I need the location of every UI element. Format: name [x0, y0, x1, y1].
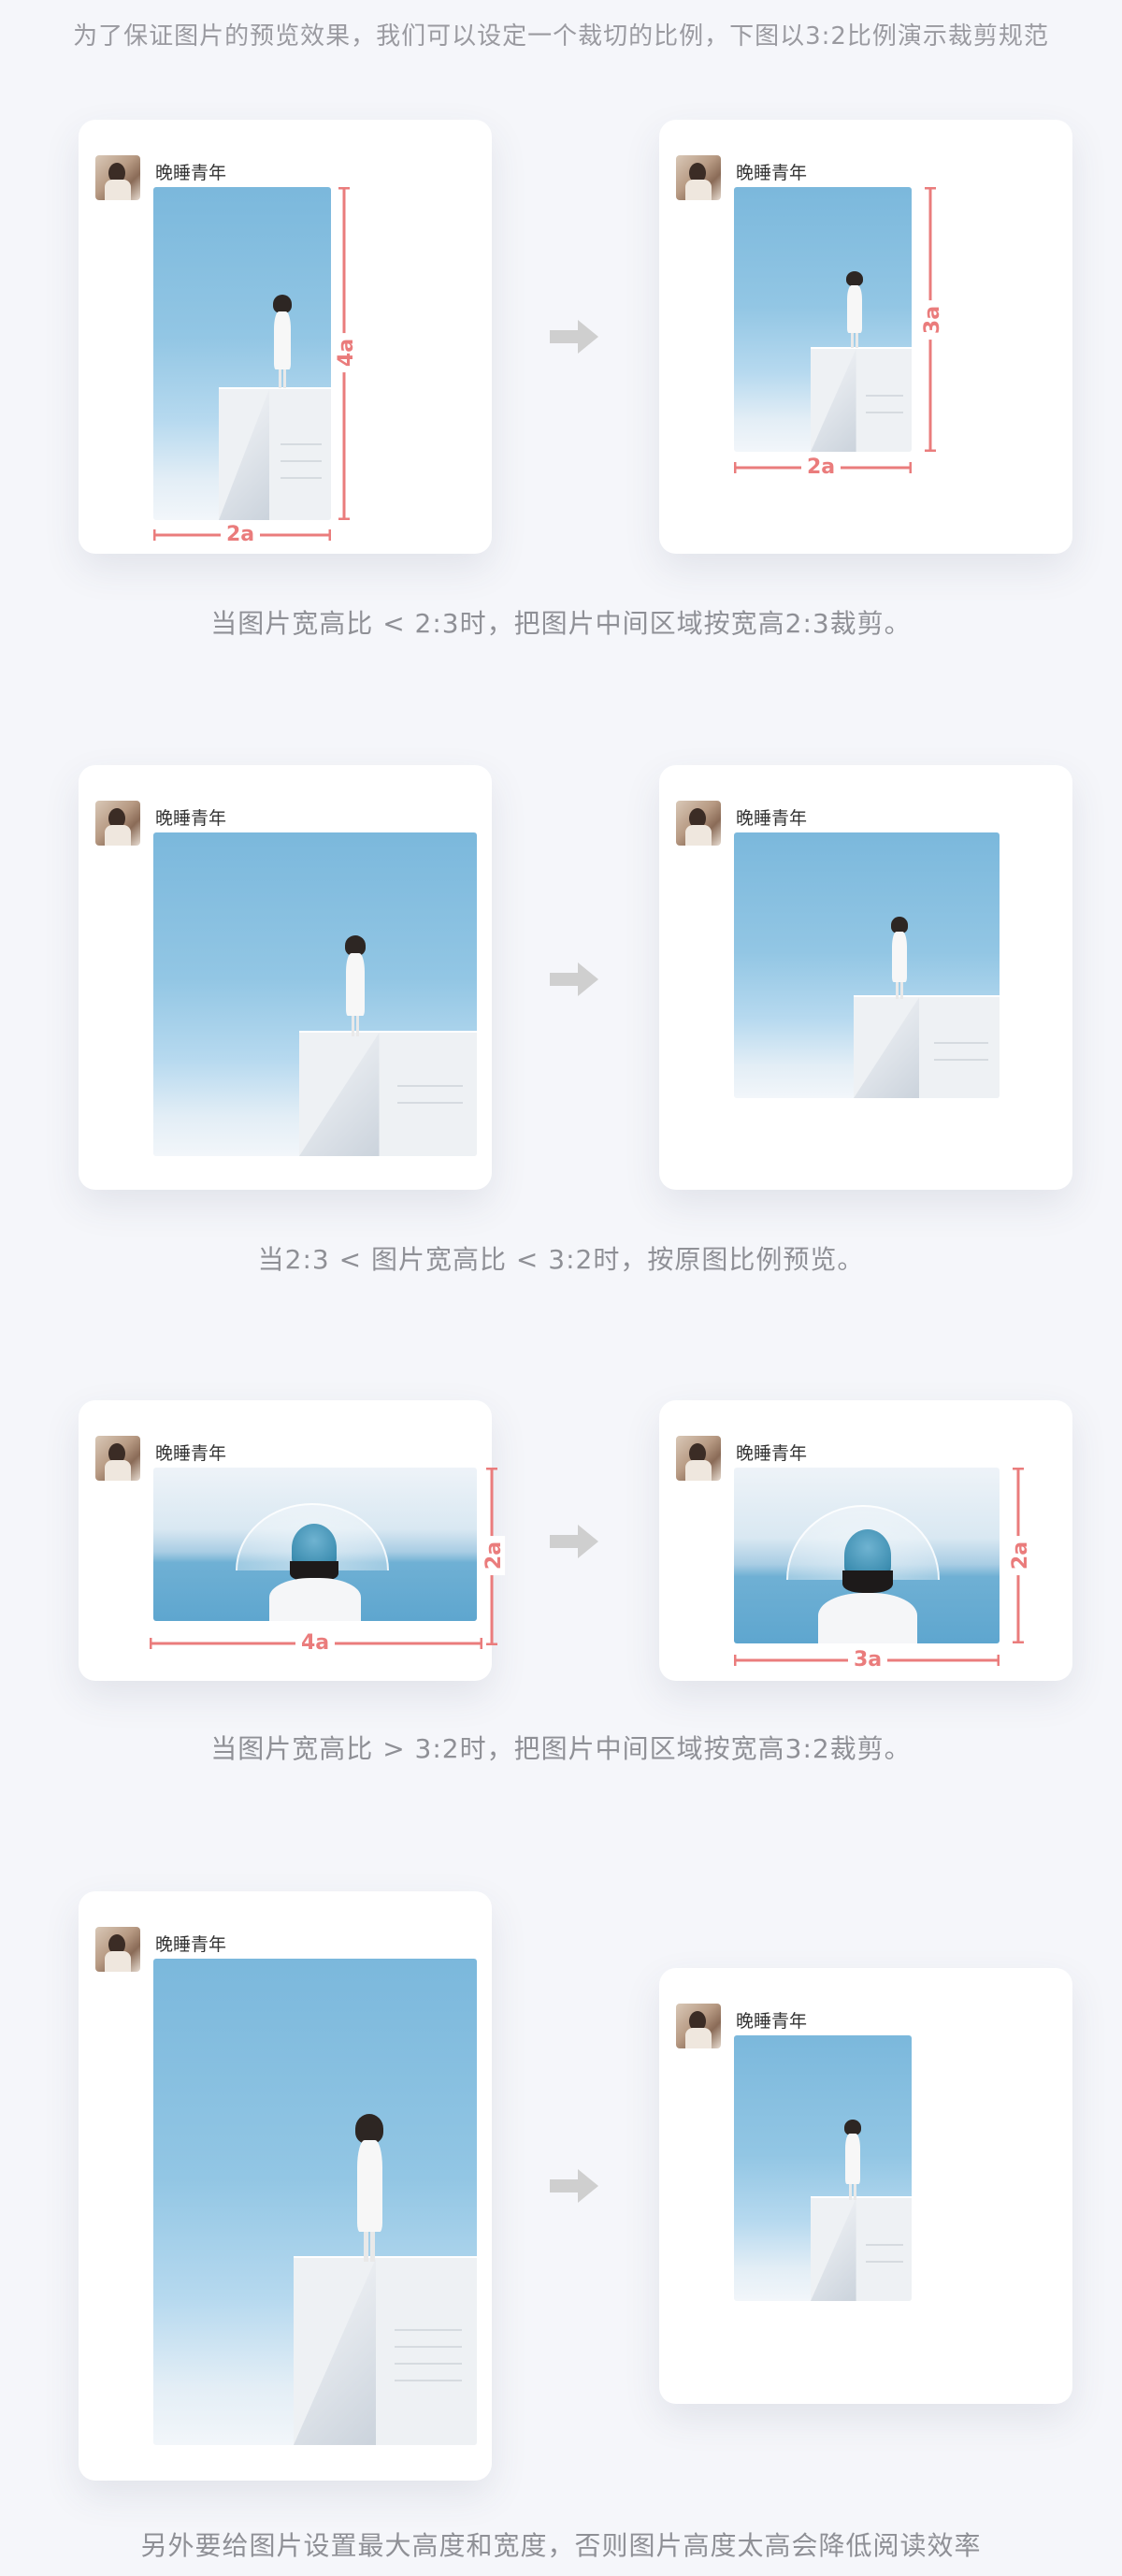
username: 晚睡青年 — [736, 1443, 808, 1464]
section-caption: 当图片宽高比 < 2:3时，把图片中间区域按宽高2:3裁剪。 — [210, 608, 912, 639]
width-label: 4a — [295, 1633, 336, 1654]
post-card-cropped: 晚睡青年 3a 2a — [659, 120, 1072, 554]
width-label: 3a — [848, 1650, 888, 1671]
username: 晚睡青年 — [155, 1934, 227, 1955]
avatar — [676, 801, 721, 846]
post-card-cropped: 晚睡青年 2a 3a — [659, 1400, 1072, 1681]
username: 晚睡青年 — [736, 163, 808, 183]
section-caption: 当图片宽高比 > 3:2时，把图片中间区域按宽高3:2裁剪。 — [210, 1733, 912, 1764]
section-caption: 当2:3 < 图片宽高比 < 3:2时，按原图比例预览。 — [257, 1244, 865, 1275]
username: 晚睡青年 — [155, 808, 227, 829]
post-image — [734, 187, 912, 452]
wall-block — [854, 995, 1000, 1098]
person-hair — [842, 1570, 893, 1593]
height-label: 2a — [482, 1535, 506, 1576]
wall-block — [811, 347, 912, 452]
post-image — [734, 1468, 1000, 1643]
person-figure — [846, 271, 863, 348]
width-label: 2a — [801, 457, 842, 478]
wall-block — [294, 2256, 477, 2445]
username: 晚睡青年 — [155, 1443, 227, 1464]
avatar — [676, 155, 721, 200]
post-card-limited: 晚睡青年 — [659, 1968, 1072, 2404]
username: 晚睡青年 — [736, 2011, 808, 2032]
wall-block — [219, 387, 331, 520]
person-hair — [290, 1561, 338, 1582]
avatar — [95, 1436, 140, 1481]
post-card-preview: 晚睡青年 — [659, 765, 1072, 1190]
avatar — [95, 801, 140, 846]
height-label: 3a — [921, 299, 944, 340]
width-label: 2a — [221, 525, 261, 545]
post-image — [153, 187, 331, 520]
person-figure — [355, 2114, 383, 2262]
post-image — [153, 832, 477, 1156]
arrow-right-icon — [550, 962, 598, 996]
post-card-original: 晚睡青年 — [79, 765, 492, 1190]
avatar — [676, 2004, 721, 2048]
wall-block — [811, 2196, 912, 2301]
post-image — [153, 1468, 477, 1621]
avatar — [95, 155, 140, 200]
section-caption: 另外要给图片设置最大高度和宽度，否则图片高度太高会降低阅读效率 — [140, 2530, 982, 2561]
person-figure — [891, 917, 908, 999]
arrow-right-icon — [550, 1525, 598, 1558]
wall-block — [299, 1031, 477, 1156]
post-card-original: 晚睡青年 — [79, 1891, 492, 2481]
avatar — [95, 1927, 140, 1972]
person-figure — [844, 2120, 861, 2200]
height-label: 2a — [1009, 1535, 1032, 1576]
height-label: 4a — [335, 332, 358, 373]
arrow-right-icon — [550, 2169, 598, 2203]
person-shoulders — [269, 1578, 361, 1621]
post-card-original: 晚睡青年 2a 4a — [79, 1400, 506, 1681]
page-header: 为了保证图片的预览效果，我们可以设定一个裁切的比例，下图以3:2比例演示裁剪规范 — [73, 22, 1049, 51]
person-shoulders — [818, 1593, 917, 1643]
post-card-original: 晚睡青年 4a 2a — [79, 120, 492, 554]
username: 晚睡青年 — [736, 808, 808, 829]
post-image — [734, 2035, 912, 2301]
person-figure — [345, 935, 366, 1036]
avatar — [676, 1436, 721, 1481]
post-image — [734, 832, 1000, 1098]
post-image — [153, 1959, 477, 2445]
person-figure — [273, 295, 292, 388]
username: 晚睡青年 — [155, 163, 227, 183]
arrow-right-icon — [550, 320, 598, 354]
